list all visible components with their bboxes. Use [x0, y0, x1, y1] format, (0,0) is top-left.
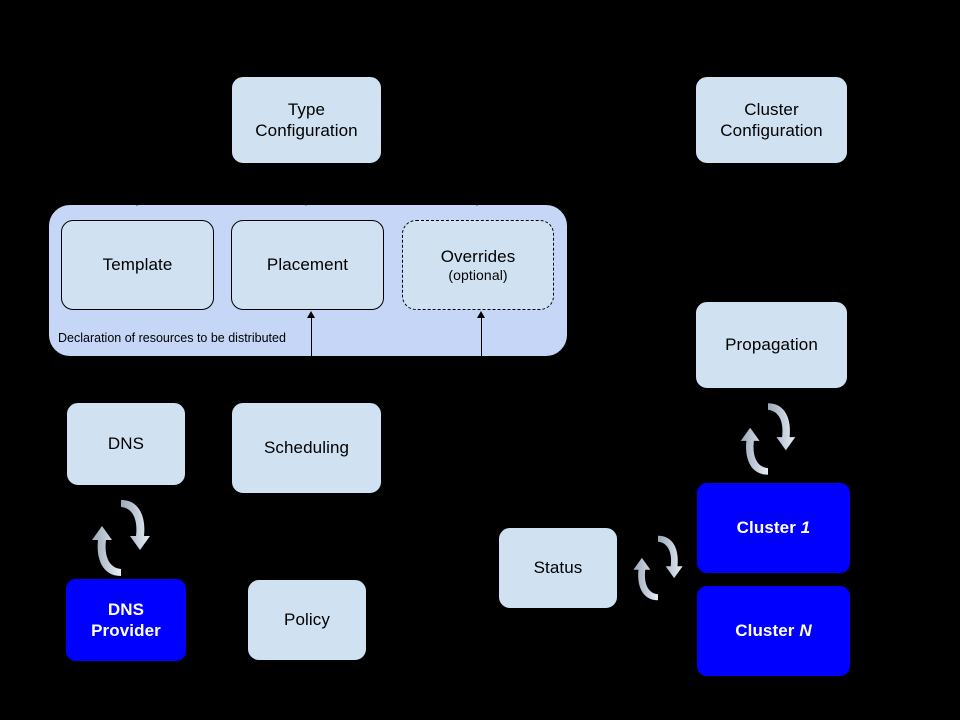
node-status-label: Status	[533, 558, 583, 578]
node-propagation-label: Propagation	[725, 335, 818, 355]
node-dns-provider-text: DNS Provider	[91, 599, 161, 642]
node-cluster-configuration[interactable]: Cluster Configuration	[695, 76, 848, 164]
node-scheduling[interactable]: Scheduling	[231, 402, 382, 494]
sync-arrows-icon-propagation	[737, 398, 799, 485]
node-overrides-sublabel: (optional)	[448, 266, 508, 283]
connector-typeconfig-to-placement	[306, 178, 307, 200]
node-cluster-configuration-text: Cluster Configuration	[720, 99, 822, 142]
node-overrides-label: Overrides	[440, 246, 516, 266]
arrow-down-icon-template	[133, 199, 141, 206]
node-template[interactable]: Template	[61, 220, 214, 310]
node-cluster-configuration-line1: Cluster	[744, 99, 799, 119]
node-placement[interactable]: Placement	[231, 220, 384, 310]
node-dns-provider-line2: Provider	[91, 621, 161, 640]
sync-arrows-icon-dns	[88, 496, 154, 585]
arrow-down-icon-overrides	[473, 199, 481, 206]
arrow-down-icon-placement	[302, 199, 310, 206]
node-template-label: Template	[102, 255, 173, 275]
node-cluster-n-prefix: Cluster	[735, 621, 800, 641]
connector-scheduling-to-placement	[311, 318, 312, 357]
node-cluster-n[interactable]: Cluster N	[697, 586, 850, 676]
node-cluster-n-text: Cluster N	[735, 620, 811, 641]
connector-typeconfig-to-overrides	[477, 178, 478, 200]
node-cluster-1-suffix: 1	[800, 518, 811, 538]
node-type-configuration[interactable]: Type Configuration	[231, 76, 382, 164]
connector-typeconfig-to-template	[137, 178, 138, 200]
node-type-configuration-text: Type Configuration	[255, 99, 357, 142]
node-cluster-1-text: Cluster 1	[737, 517, 811, 538]
node-dns-provider[interactable]: DNS Provider	[66, 579, 186, 661]
node-cluster-1[interactable]: Cluster 1	[697, 483, 850, 573]
node-dns-label: DNS	[107, 434, 145, 454]
node-dns-provider-line1: DNS	[107, 599, 145, 619]
node-cluster-1-prefix: Cluster	[736, 518, 801, 538]
node-cluster-n-suffix: N	[799, 621, 812, 641]
node-placement-label: Placement	[266, 255, 349, 275]
node-type-configuration-line2: Configuration	[255, 121, 358, 140]
node-status[interactable]: Status	[498, 527, 618, 609]
node-propagation[interactable]: Propagation	[695, 301, 848, 389]
node-type-configuration-line1: Type	[287, 99, 326, 119]
node-dns[interactable]: DNS	[66, 402, 186, 486]
node-scheduling-label: Scheduling	[263, 438, 350, 458]
node-overrides-text: Overrides (optional)	[441, 246, 516, 285]
node-policy[interactable]: Policy	[247, 579, 367, 661]
sync-arrows-icon-status	[630, 528, 686, 613]
arrow-up-icon-placement	[307, 311, 315, 318]
connector-policy-to-overrides	[481, 318, 482, 357]
group-caption: Declaration of resources to be distribut…	[58, 331, 286, 345]
node-policy-label: Policy	[284, 610, 330, 630]
node-cluster-configuration-line2: Configuration	[720, 121, 823, 140]
arrow-up-icon-overrides	[477, 311, 485, 318]
node-overrides[interactable]: Overrides (optional)	[402, 220, 554, 310]
